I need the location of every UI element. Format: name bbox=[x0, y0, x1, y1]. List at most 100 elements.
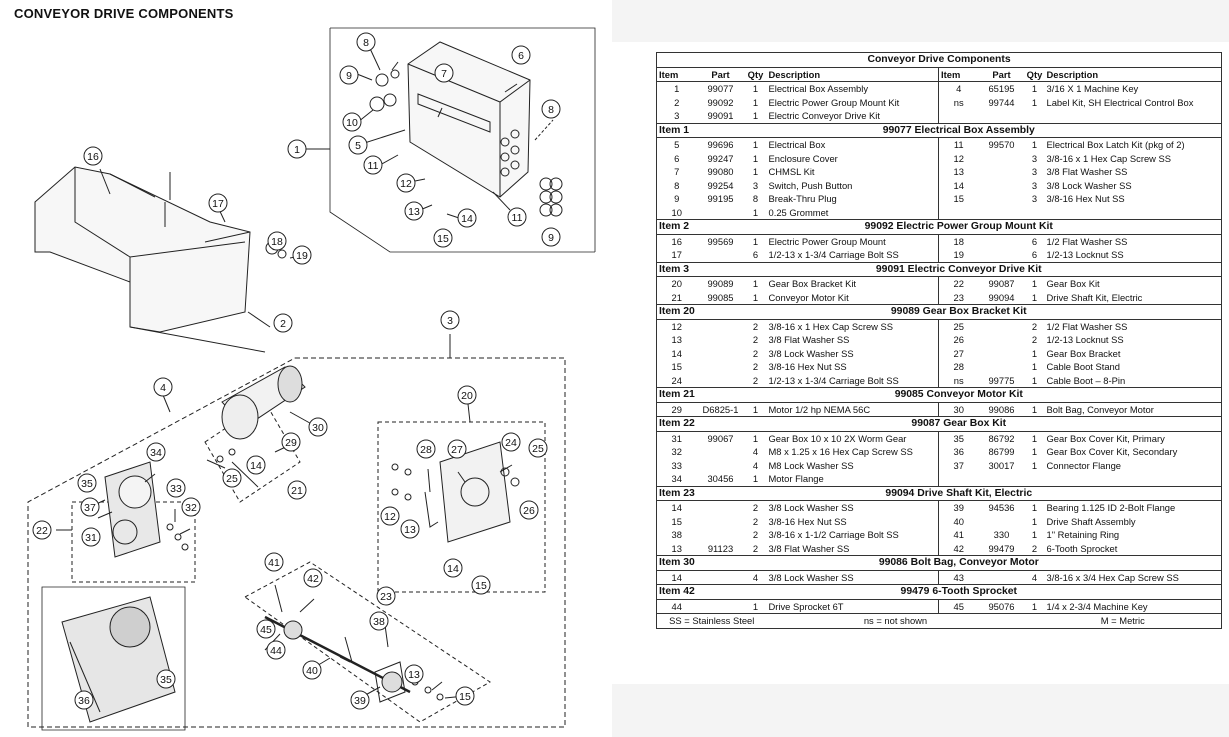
qty-cell: 1 bbox=[752, 432, 759, 444]
item-cell: 5 bbox=[674, 139, 680, 150]
callout-label: 9 bbox=[548, 232, 554, 244]
description-cell: Gear Box 10 x 10 2X Worm Gear bbox=[768, 432, 907, 444]
qty-cell: 6 bbox=[1031, 235, 1038, 247]
qty-cell: 1 bbox=[1031, 459, 1038, 471]
item-cell: 14 bbox=[671, 502, 682, 513]
description-cell: M8 x 1.25 x 16 Hex Cap Screw SS bbox=[768, 446, 913, 457]
callout-label: 25 bbox=[226, 473, 238, 485]
callout-label: 2 bbox=[280, 318, 286, 330]
section-title: 99479 6-Tooth Sprocket bbox=[696, 584, 1222, 600]
qty-cell: 1 bbox=[1031, 96, 1038, 108]
part-cell bbox=[979, 206, 1025, 220]
column-header: Item bbox=[938, 67, 979, 82]
item-cell: 13 bbox=[671, 334, 682, 345]
footer-legend-ns: ns = not shown bbox=[766, 613, 1025, 628]
part-cell bbox=[979, 192, 1025, 206]
description-cell: Switch, Push Button bbox=[768, 179, 853, 191]
qty-cell: 1 bbox=[752, 403, 759, 415]
description-cell: Electric Conveyor Drive Kit bbox=[768, 110, 881, 121]
part-cell: 91123 bbox=[707, 542, 734, 554]
description-cell: 1" Retaining Ring bbox=[1046, 529, 1120, 540]
item-cell: 29 bbox=[671, 403, 682, 415]
callout-label: 8 bbox=[363, 37, 369, 49]
callout-bubbles bbox=[32, 32, 561, 710]
callout-label: 16 bbox=[87, 151, 99, 163]
callout-label: 4 bbox=[160, 382, 166, 394]
item-cell: 23 bbox=[938, 290, 979, 305]
part-cell bbox=[697, 319, 745, 333]
section-title: 99077 Electrical Box Assembly bbox=[696, 122, 1222, 138]
item-cell: 38 bbox=[671, 529, 682, 540]
part-cell: 99067 bbox=[707, 432, 734, 444]
callout-label: 15 bbox=[437, 233, 449, 245]
description-cell: 3/8 Lock Washer SS bbox=[768, 502, 854, 513]
qty-cell: 2 bbox=[1031, 334, 1038, 345]
callout-label: 24 bbox=[505, 437, 517, 449]
qty-cell: 1 bbox=[752, 166, 759, 177]
part-cell bbox=[697, 374, 745, 388]
footer-legend-metric: M = Metric bbox=[1024, 613, 1222, 628]
callout-label: 31 bbox=[85, 532, 97, 544]
callout-label: 32 bbox=[185, 502, 197, 514]
part-cell: 99479 bbox=[988, 542, 1015, 554]
qty-cell: 6 bbox=[1031, 249, 1038, 260]
part-cell bbox=[979, 333, 1025, 347]
description-cell: 3/8-16 x 1 Hex Cap Screw SS bbox=[1046, 152, 1172, 164]
qty-cell: 3 bbox=[1031, 166, 1038, 177]
callout-label: 17 bbox=[212, 198, 224, 210]
description-cell: 3/8 Flat Washer SS bbox=[768, 334, 850, 345]
part-cell: 30017 bbox=[988, 459, 1015, 471]
part-cell bbox=[697, 599, 745, 614]
item-cell: 11 bbox=[938, 137, 979, 152]
part-cell bbox=[979, 152, 1025, 166]
item-cell: 42 bbox=[938, 541, 979, 556]
description-cell: Gear Box Cover Kit, Primary bbox=[1046, 432, 1165, 444]
qty-cell: 2 bbox=[752, 542, 759, 554]
item-cell: 13 bbox=[671, 542, 682, 554]
part-cell: 99077 bbox=[707, 83, 734, 94]
description-cell: 1/2-13 x 1-3/4 Carriage Bolt SS bbox=[768, 249, 899, 260]
part-cell: D6825-1 bbox=[702, 403, 739, 415]
item-cell: 12 bbox=[671, 320, 682, 332]
qty-cell: 1 bbox=[752, 235, 759, 247]
section-title: 99091 Electric Conveyor Drive Kit bbox=[696, 261, 1222, 277]
part-cell bbox=[979, 570, 1025, 585]
qty-cell: 2 bbox=[752, 374, 759, 386]
callout-label: 11 bbox=[512, 212, 523, 224]
callout-label: 3 bbox=[447, 315, 453, 327]
description-cell: Bolt Bag, Conveyor Motor bbox=[1046, 403, 1154, 415]
qty-cell bbox=[1025, 472, 1045, 486]
part-cell bbox=[697, 515, 745, 529]
column-header: Item bbox=[656, 67, 697, 82]
description-cell: 3/8 Lock Washer SS bbox=[768, 347, 854, 359]
item-cell: 3 bbox=[674, 110, 680, 121]
item-cell bbox=[938, 109, 979, 123]
description-cell: Electrical Box Assembly bbox=[768, 83, 869, 94]
callout-label: 20 bbox=[461, 390, 473, 402]
item-cell: 44 bbox=[671, 600, 682, 612]
part-cell bbox=[697, 445, 745, 459]
part-cell: 99696 bbox=[707, 139, 734, 150]
column-header: Qty bbox=[744, 67, 767, 82]
item-cell: 39 bbox=[938, 500, 979, 515]
item-cell: ns bbox=[938, 95, 979, 109]
item-cell: 40 bbox=[938, 514, 979, 528]
qty-cell: 3 bbox=[1031, 152, 1038, 164]
callout-label: 42 bbox=[307, 573, 319, 585]
description-cell: 1/2 Flat Washer SS bbox=[1046, 320, 1128, 332]
part-cell: 99570 bbox=[988, 139, 1015, 150]
qty-cell: 2 bbox=[752, 334, 759, 345]
